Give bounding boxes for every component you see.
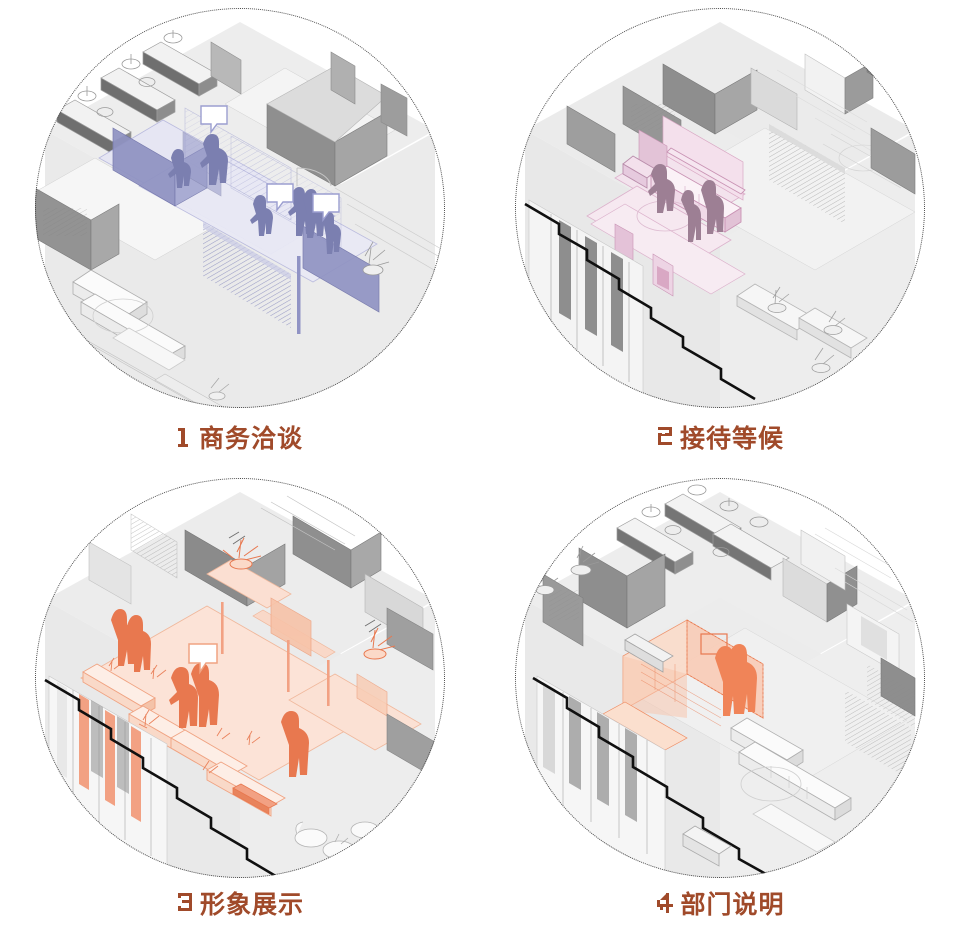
panel-1-scene — [35, 8, 445, 408]
panel-4-caption: 部门说明 — [480, 890, 960, 918]
panel-1-label: 商务洽谈 — [198, 425, 303, 453]
panel-1-circle — [35, 8, 445, 408]
panel-2-number-glyph — [656, 424, 674, 448]
panel-1-caption: 商务洽谈 — [0, 424, 480, 452]
panel-4-circle — [515, 478, 925, 878]
panel-3-label: 形象展示 — [199, 891, 304, 919]
panel-1: 商务洽谈 — [0, 0, 480, 470]
panel-4-number-glyph — [655, 890, 674, 914]
panel-3: 形象展示 — [0, 470, 480, 940]
panel-2: 接待等候 — [480, 0, 960, 470]
panel-3-caption: 形象展示 — [0, 890, 480, 918]
panel-2-circle — [515, 8, 925, 408]
panel-2-caption: 接待等候 — [480, 424, 960, 452]
panel-3-scene — [35, 478, 445, 878]
panel-3-circle — [35, 478, 445, 878]
panel-2-scene — [515, 8, 925, 408]
panel-3-number-glyph — [176, 890, 194, 914]
panel-4-label: 部门说明 — [680, 891, 785, 919]
panel-4-scene — [515, 478, 925, 878]
panel-2-label: 接待等候 — [679, 425, 784, 453]
panel-4: 部门说明 — [480, 470, 960, 940]
panel-1-number-glyph — [177, 424, 193, 448]
